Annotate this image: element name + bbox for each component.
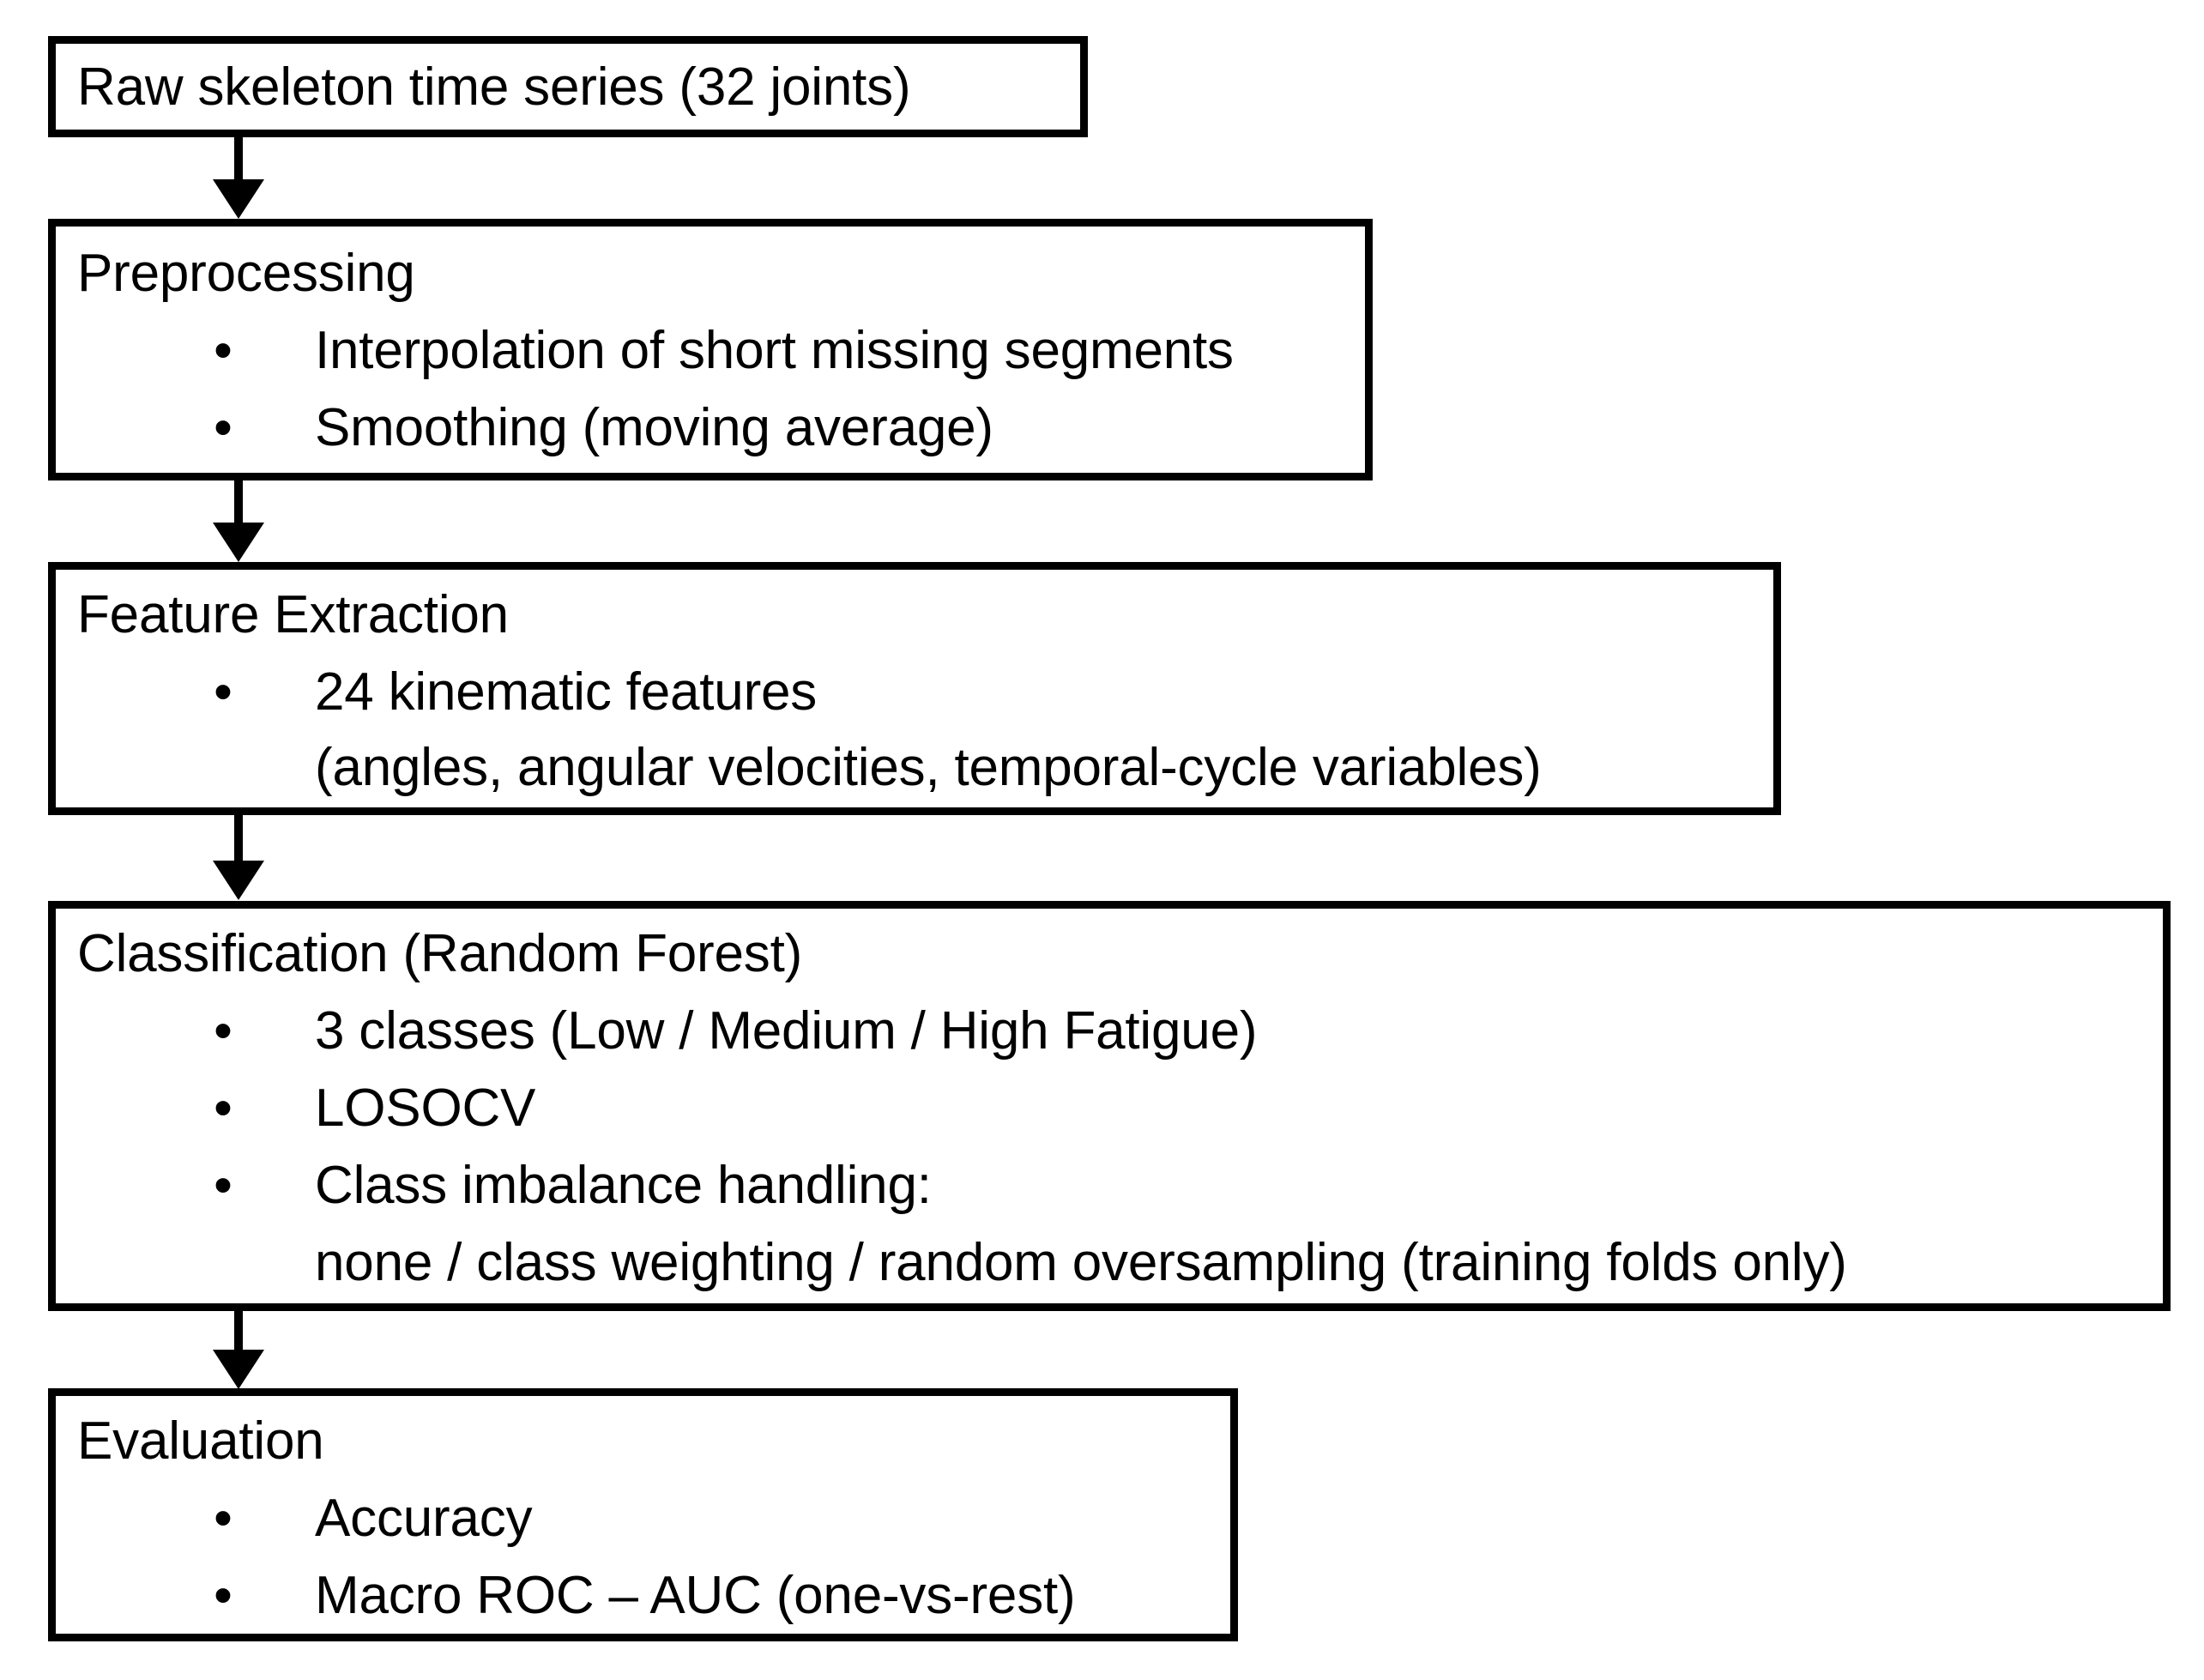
node-classification: Classification (Random Forest) • 3 class…	[48, 901, 2171, 1311]
edge-shaft	[234, 137, 243, 182]
arrow-head-icon	[213, 861, 264, 900]
node-preprocessing: Preprocessing • Interpolation of short m…	[48, 219, 1373, 480]
bullet-label: Macro ROC – AUC (one-vs-rest)	[315, 1566, 1076, 1625]
bullet-point-icon: •	[214, 1156, 232, 1215]
node-evaluation: Evaluation • Accuracy • Macro ROC – AUC …	[48, 1388, 1238, 1641]
node-classification-title: Classification (Random Forest)	[77, 924, 803, 983]
bullet-label: Smoothing (moving average)	[315, 398, 993, 457]
node-raw-input-title: Raw skeleton time series (32 joints)	[77, 57, 911, 117]
node-preprocessing-title: Preprocessing	[77, 244, 415, 303]
node-evaluation-title: Evaluation	[77, 1411, 324, 1471]
arrow-head-icon	[213, 1350, 264, 1389]
node-raw-input: Raw skeleton time series (32 joints)	[48, 36, 1088, 137]
bullet-label: Interpolation of short missing segments	[315, 321, 1234, 380]
bullet-point-icon: •	[214, 662, 232, 722]
edge-classification-to-evaluation	[213, 1311, 264, 1389]
edge-preprocessing-to-feature-extraction	[213, 480, 264, 562]
edge-raw-input-to-preprocessing	[213, 137, 264, 219]
edge-feature-extraction-to-classification	[213, 815, 264, 901]
bullet-label: 24 kinematic features	[315, 662, 818, 722]
edge-shaft	[234, 815, 243, 863]
bullet-point-icon: •	[214, 1566, 232, 1625]
bullet-label: Class imbalance handling:	[315, 1156, 932, 1215]
bullet-point-icon: •	[214, 321, 232, 380]
bullet-point-icon: •	[214, 1079, 232, 1138]
bullet-label: Accuracy	[315, 1489, 533, 1548]
bullet-label: 3 classes (Low / Medium / High Fatigue)	[315, 1001, 1258, 1061]
arrow-head-icon	[213, 179, 264, 219]
node-feature-extraction: Feature Extraction • 24 kinematic featur…	[48, 562, 1781, 815]
bullet-label: LOSOCV	[315, 1079, 536, 1138]
bullet-continuation-label: (angles, angular velocities, temporal-cy…	[315, 738, 1542, 797]
node-feature-extraction-title: Feature Extraction	[77, 585, 509, 644]
bullet-continuation-label: none / class weighting / random oversamp…	[315, 1233, 1847, 1292]
edge-shaft	[234, 480, 243, 525]
arrow-head-icon	[213, 523, 264, 562]
edge-shaft	[234, 1311, 243, 1352]
bullet-point-icon: •	[214, 398, 232, 457]
bullet-point-icon: •	[214, 1489, 232, 1548]
bullet-point-icon: •	[214, 1001, 232, 1061]
